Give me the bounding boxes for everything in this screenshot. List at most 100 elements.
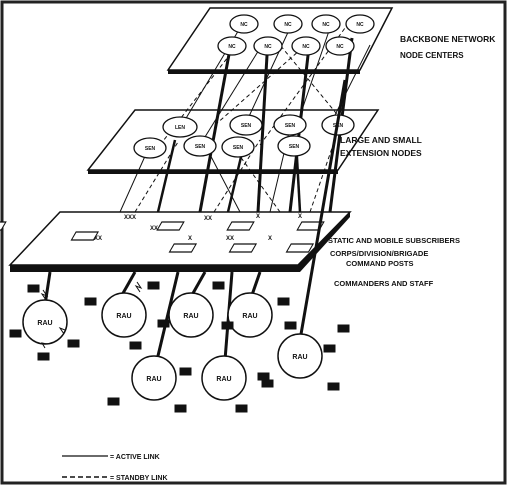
extension-node: SEN bbox=[221, 136, 255, 158]
node-center-label: NC bbox=[356, 22, 364, 28]
vehicle-icon bbox=[9, 329, 22, 338]
vehicle-icon bbox=[337, 324, 350, 333]
extension-node: LEN bbox=[162, 116, 198, 138]
node-center-label: NC bbox=[336, 44, 344, 50]
rau-label: RAU bbox=[292, 354, 307, 361]
node-center-label: NC bbox=[302, 44, 310, 50]
echelon-label: XX bbox=[226, 236, 234, 242]
vehicle-icon bbox=[27, 284, 49, 301]
command-post: XXX bbox=[90, 236, 102, 242]
vehicle-icon bbox=[327, 382, 340, 391]
vehicle-icon bbox=[323, 344, 336, 353]
vehicle-icon bbox=[235, 404, 248, 413]
node-center-label: NC bbox=[228, 44, 236, 50]
command-posts-label-line1: CORPS/DIVISION/BRIGADE bbox=[330, 249, 428, 258]
subscribers-label: STATIC AND MOBILE SUBSCRIBERS bbox=[328, 236, 460, 245]
extension-node: SEN bbox=[273, 114, 307, 136]
extension-node-label: SEN bbox=[195, 144, 206, 150]
command-post: X bbox=[268, 236, 315, 253]
command-post: XX bbox=[156, 216, 212, 231]
vehicle-icon bbox=[107, 397, 120, 406]
node-center: NC bbox=[345, 14, 375, 34]
vehicle-icon bbox=[129, 341, 142, 350]
echelon-label: X bbox=[268, 236, 272, 242]
vehicle-icon bbox=[174, 404, 187, 413]
extension-node-label: SEN bbox=[289, 144, 300, 150]
echelon-label: X bbox=[256, 214, 260, 220]
rau: RAU bbox=[168, 292, 214, 338]
node-center-label: NC bbox=[284, 22, 292, 28]
vehicle-icon bbox=[277, 297, 290, 306]
node-center: NC bbox=[291, 36, 321, 56]
echelon-label: X bbox=[298, 214, 302, 220]
echelon-label: X bbox=[188, 236, 192, 242]
echelon-label: XX bbox=[150, 226, 158, 232]
node-centers-label: NODE CENTERS bbox=[400, 51, 464, 60]
rau-label: RAU bbox=[242, 313, 257, 320]
extension-node-label: LEN bbox=[175, 125, 185, 131]
vehicle-icon bbox=[58, 326, 80, 348]
echelon-label: XXX bbox=[90, 236, 102, 242]
rau: RAU bbox=[101, 292, 147, 338]
vehicle-icon bbox=[284, 321, 297, 330]
vehicle-icon bbox=[157, 319, 170, 328]
vehicle-icon bbox=[221, 321, 234, 330]
subscriber-plane bbox=[8, 211, 352, 272]
vehicle-icon bbox=[84, 297, 97, 306]
standby-link-label: = STANDBY LINK bbox=[110, 475, 168, 482]
extension-node-label: SEN bbox=[233, 145, 244, 151]
vehicle-icon bbox=[261, 379, 274, 388]
node-center: NC bbox=[311, 14, 341, 34]
rau-label: RAU bbox=[37, 320, 52, 327]
rau: RAU bbox=[22, 299, 68, 345]
rau: RAU bbox=[227, 292, 273, 338]
mobile-subscribers bbox=[9, 281, 350, 413]
command-post: X bbox=[168, 236, 198, 253]
node-center: NC bbox=[325, 36, 355, 56]
node-center: NC bbox=[253, 36, 283, 56]
vehicle-icon bbox=[257, 372, 270, 381]
extension-label-line2: EXTENSION NODES bbox=[340, 148, 422, 158]
rau: RAU bbox=[131, 355, 177, 401]
extension-node-label: SEN bbox=[241, 123, 252, 129]
node-center: NC bbox=[229, 14, 259, 34]
node-center-label: NC bbox=[264, 44, 272, 50]
rau-label: RAU bbox=[116, 313, 131, 320]
layer-labels: BACKBONE NETWORK NODE CENTERS LARGE AND … bbox=[328, 34, 496, 288]
command-posts-label-line2: COMMAND POSTS bbox=[346, 259, 414, 268]
node-centers: NC NC NC NC NC NC NC NC bbox=[217, 14, 375, 56]
command-post: XX bbox=[70, 226, 158, 241]
commanders-label: COMMANDERS AND STAFF bbox=[334, 279, 434, 288]
rau-label: RAU bbox=[146, 376, 161, 383]
active-link-label: = ACTIVE LINK bbox=[110, 454, 160, 461]
rau: RAU bbox=[277, 333, 323, 379]
extension-node-label: SEN bbox=[285, 123, 296, 129]
node-center: NC bbox=[217, 36, 247, 56]
extension-label-line1: LARGE AND SMALL bbox=[340, 135, 422, 145]
backbone-label: BACKBONE NETWORK bbox=[400, 34, 496, 44]
extension-node-label: SEN bbox=[145, 146, 156, 152]
rau-label: RAU bbox=[183, 313, 198, 320]
extension-node: SEN bbox=[277, 135, 311, 157]
command-post: XXX bbox=[0, 215, 136, 231]
node-center-label: NC bbox=[322, 22, 330, 28]
rau: RAU bbox=[201, 355, 247, 401]
node-center-label: NC bbox=[240, 22, 248, 28]
vehicle-icon bbox=[134, 281, 160, 293]
vehicle-icon bbox=[212, 281, 225, 290]
command-post: X bbox=[226, 214, 260, 231]
legend: = ACTIVE LINK = STANDBY LINK bbox=[62, 454, 168, 482]
rau-label: RAU bbox=[216, 376, 231, 383]
command-post: X bbox=[296, 214, 325, 231]
echelon-label: XXX bbox=[124, 215, 136, 221]
echelon-label: XX bbox=[204, 216, 212, 222]
extension-node: SEN bbox=[229, 114, 263, 136]
node-center: NC bbox=[273, 14, 303, 34]
extension-node: SEN bbox=[183, 135, 217, 157]
command-post: XX bbox=[226, 236, 258, 253]
rau-units: RAU RAU RAU RAU RAU RAU RAU bbox=[22, 292, 323, 401]
vehicle-icon bbox=[37, 342, 50, 361]
vehicle-icon bbox=[179, 367, 192, 376]
